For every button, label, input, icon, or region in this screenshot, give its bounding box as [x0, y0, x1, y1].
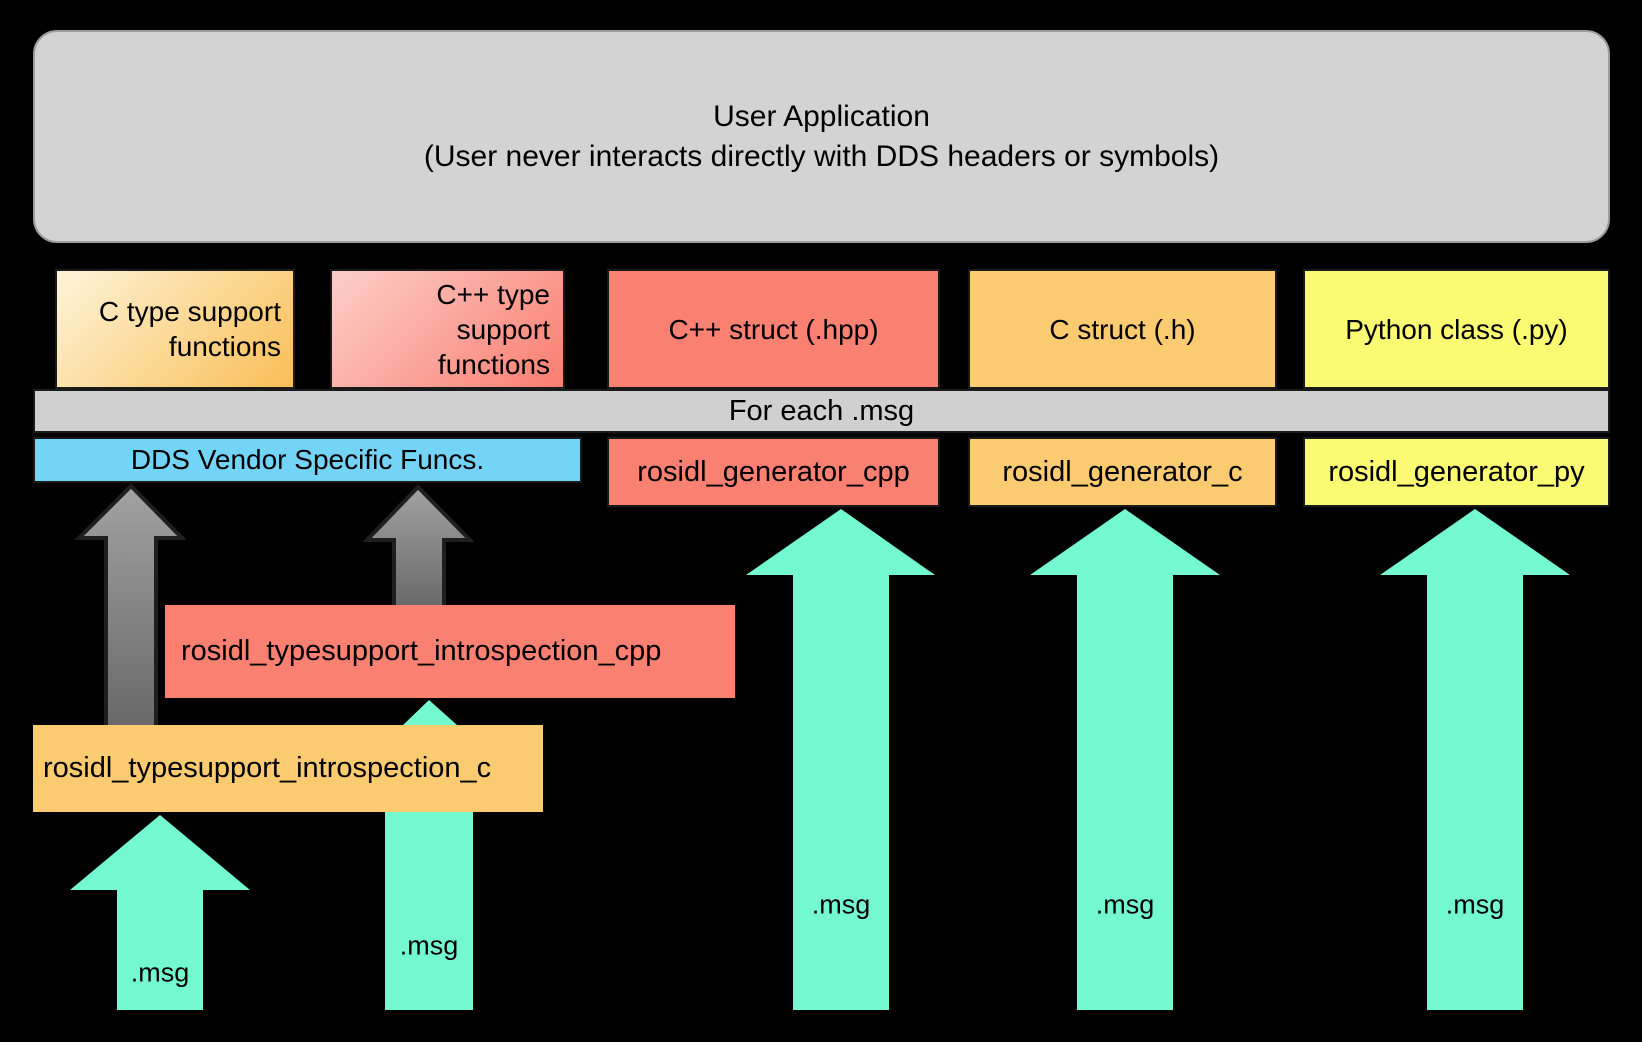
msg-arrow-to-generator-py-icon [1380, 509, 1570, 1010]
for-each-msg-label: For each .msg [728, 394, 915, 427]
c-type-support-line2: functions [168, 331, 281, 362]
box-c-type-support-functions: C type support functions [55, 269, 295, 389]
rosidl-typesupport-introspection-c-label: rosidl_typesupport_introspection_c [43, 752, 492, 784]
user-application-box: User Application (User never interacts d… [33, 30, 1610, 243]
msg-label-introspection-cpp: .msg [399, 930, 459, 961]
box-c-struct: C struct (.h) [968, 269, 1277, 389]
rosidl-generator-py-label: rosidl_generator_py [1328, 455, 1585, 488]
box-rosidl-typesupport-introspection-cpp: rosidl_typesupport_introspection_cpp [165, 605, 735, 698]
for-each-msg-band: For each .msg [33, 389, 1610, 433]
box-cpp-type-support-functions: C++ type support functions [330, 269, 565, 389]
c-struct-label: C struct (.h) [1049, 313, 1196, 345]
box-dds-vendor-funcs: DDS Vendor Specific Funcs. [33, 437, 582, 483]
msg-arrow-to-generator-c-icon [1030, 509, 1220, 1010]
user-application-subtitle: (User never interacts directly with DDS … [423, 139, 1220, 173]
gray-up-arrow-c-to-dds-icon [74, 483, 187, 747]
cpp-type-support-line2: support [456, 313, 550, 345]
box-rosidl-generator-c: rosidl_generator_c [968, 437, 1277, 507]
python-class-label: Python class (.py) [1345, 313, 1568, 345]
user-application-title: User Application [713, 99, 930, 133]
msg-label-introspection-c: .msg [130, 957, 190, 988]
msg-label-generator-py: .msg [1445, 889, 1505, 920]
rosidl-generator-cpp-label: rosidl_generator_cpp [637, 455, 910, 488]
cpp-type-support-line1: C++ type [436, 278, 550, 310]
rosidl-generator-c-label: rosidl_generator_c [1002, 455, 1243, 488]
box-rosidl-generator-py: rosidl_generator_py [1303, 437, 1610, 507]
dds-vendor-funcs-label: DDS Vendor Specific Funcs. [130, 444, 485, 475]
msg-arrowhead-into-introspection-cpp-icon [403, 700, 457, 725]
box-rosidl-typesupport-introspection-c: rosidl_typesupport_introspection_c [33, 725, 543, 812]
box-cpp-struct: C++ struct (.hpp) [607, 269, 940, 389]
box-rosidl-generator-cpp: rosidl_generator_cpp [607, 437, 940, 507]
msg-label-generator-c: .msg [1095, 889, 1155, 920]
c-type-support-line1: C type support [98, 296, 281, 327]
cpp-struct-label: C++ struct (.hpp) [668, 313, 879, 345]
box-python-class: Python class (.py) [1303, 269, 1610, 389]
msg-arrow-to-introspection-c-icon [70, 815, 250, 1010]
rosidl-typesupport-introspection-cpp-label: rosidl_typesupport_introspection_cpp [181, 635, 662, 667]
gray-up-arrow-cpp-to-dds-icon [362, 484, 475, 620]
msg-label-generator-cpp: .msg [811, 889, 871, 920]
cpp-type-support-line3: functions [437, 348, 550, 380]
msg-arrow-to-generator-cpp-icon [746, 509, 935, 1010]
